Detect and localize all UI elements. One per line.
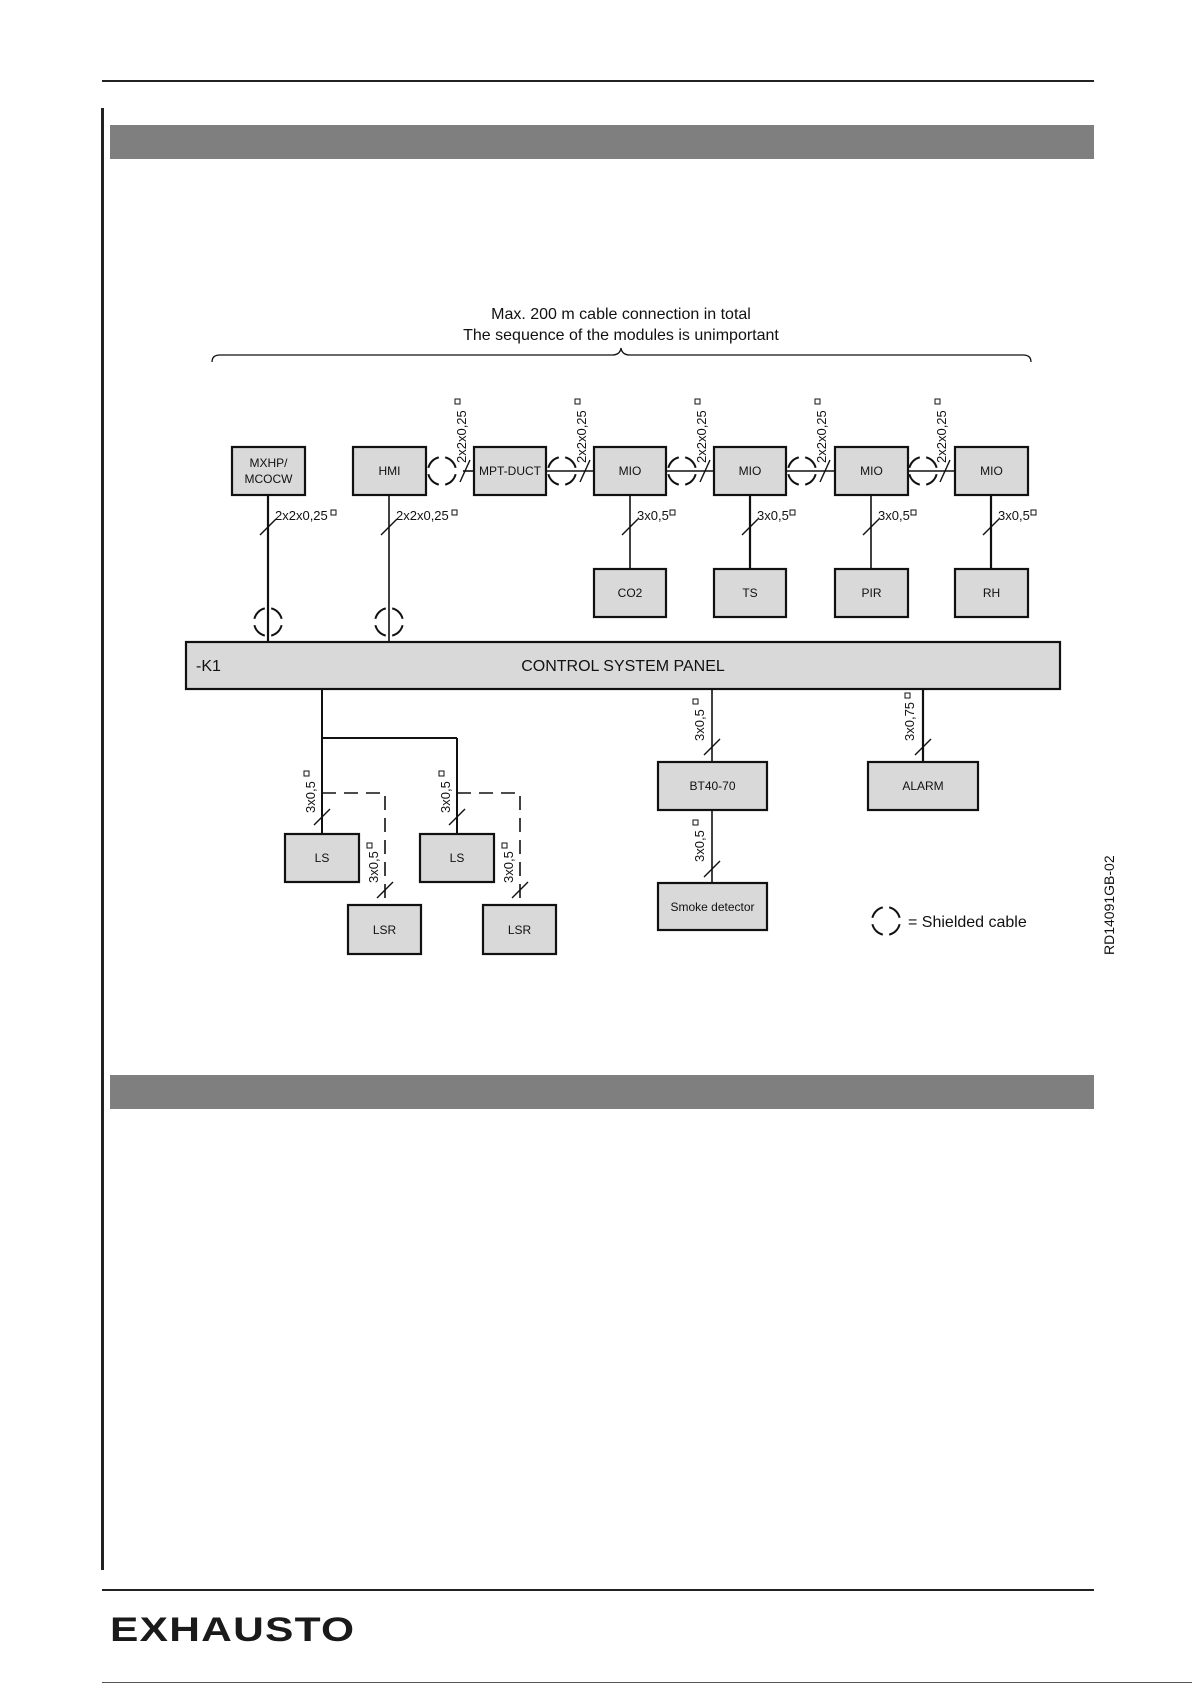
drop-cable-labels: 2x2x0,25 2x2x0,25 <box>275 508 449 523</box>
output-lsr: LSR <box>346 903 423 956</box>
sensor-label: RH <box>983 586 1000 600</box>
shielded-cable-icon <box>871 906 901 936</box>
panel-code: -K1 <box>196 658 221 675</box>
drop-cable-label: 2x2x0,25 <box>275 508 328 523</box>
sensor-cables <box>621 495 1000 569</box>
ls-boxes: LS LS LSR LSR <box>283 832 558 956</box>
left-margin-bar <box>101 108 104 1570</box>
bottom-rule <box>102 1589 1094 1591</box>
bus-cable-labels: 2x2x0,25 2x2x0,25 2x2x0,25 2x2x0,25 2x2x… <box>454 410 949 463</box>
module-mpt-duct: MPT-DUCT <box>472 445 548 497</box>
module-label: MIO <box>980 464 1003 478</box>
sensor-rh: RH <box>953 567 1030 619</box>
ls-cable-labels: 3x0,5 3x0,5 3x0,5 3x0,5 <box>303 781 516 883</box>
sensor-shield-squares <box>669 509 1037 516</box>
top-modules: MXHP/ MCOCW HMI MPT-DUCT MIO MIO MIO MIO <box>230 445 1030 497</box>
module-label: MIO <box>619 464 642 478</box>
ls-tree-wiring <box>313 689 529 905</box>
output-label: ALARM <box>902 779 943 793</box>
output-ls: LS <box>418 832 496 884</box>
lsr-cable-label: 3x0,5 <box>501 851 516 883</box>
lsr-cable-label: 3x0,5 <box>366 851 381 883</box>
bt40-shield-squares <box>692 698 699 826</box>
module-label: MIO <box>739 464 762 478</box>
output-bt40-70: BT40-70 <box>656 760 769 812</box>
output-smoke-detector: Smoke detector <box>656 881 769 932</box>
alarm-shield-square <box>904 692 911 699</box>
panel-drop-cables <box>259 495 398 642</box>
output-label: LSR <box>508 923 532 937</box>
drop-shield-squares <box>330 509 458 516</box>
sensor-label: CO2 <box>618 586 643 600</box>
bus-shield-squares <box>454 398 941 405</box>
exhausto-logo: EXHAUSTO <box>110 1611 356 1649</box>
bus-cable-label: 2x2x0,25 <box>454 410 469 463</box>
smoke-cable-label: 3x0,5 <box>692 830 707 862</box>
module-mio: MIO <box>592 445 668 497</box>
sensor-ts: TS <box>712 567 788 619</box>
header-line-1: Max. 200 m cable connection in total <box>491 306 751 323</box>
top-rule <box>102 80 1094 82</box>
bus-cable-label: 2x2x0,25 <box>814 410 829 463</box>
output-lsr: LSR <box>481 903 558 956</box>
ls-cable-label: 3x0,5 <box>438 781 453 813</box>
section-header-band <box>110 125 1094 159</box>
sensor-cable-label: 3x0,5 <box>998 508 1030 523</box>
module-label: MIO <box>860 464 883 478</box>
output-label: LSR <box>373 923 397 937</box>
alarm-cable-label: 3x0,75 <box>902 702 917 741</box>
module-mio: MIO <box>712 445 788 497</box>
bt40-cable-labels: 3x0,5 3x0,5 <box>692 709 707 862</box>
legend: = Shielded cable <box>871 906 1027 936</box>
output-ls: LS <box>283 832 361 884</box>
shielded-cable-icon <box>427 456 457 486</box>
module-label: MPT-DUCT <box>479 464 542 478</box>
module-label: MXHP/ <box>249 456 288 470</box>
sensor-cable-labels: 3x0,5 3x0,5 3x0,5 3x0,5 <box>637 508 1030 523</box>
output-label: LS <box>315 851 330 865</box>
control-system-panel: -K1 CONTROL SYSTEM PANEL <box>184 640 1062 691</box>
module-mio: MIO <box>833 445 910 497</box>
ls-cable-label: 3x0,5 <box>303 781 318 813</box>
module-hmi: HMI <box>351 445 428 497</box>
header-line-2: The sequence of the modules is unimporta… <box>463 327 779 344</box>
sensor-pir: PIR <box>833 567 910 619</box>
module-mxhp-mcocw: MXHP/ MCOCW <box>230 445 307 497</box>
cable-limit-header: Max. 200 m cable connection in total The… <box>211 306 1032 363</box>
sensor-cable-label: 3x0,5 <box>878 508 910 523</box>
bus-cable-label: 2x2x0,25 <box>574 410 589 463</box>
legend-text: = Shielded cable <box>908 914 1027 931</box>
sensor-co2: CO2 <box>592 567 668 619</box>
span-brace <box>211 347 1032 363</box>
drawing-code: RD14091GB-02 <box>1101 855 1117 955</box>
bus-cable-ticks <box>459 459 951 483</box>
sensor-label: PIR <box>861 586 881 600</box>
sensor-label: TS <box>742 586 757 600</box>
module-label: HMI <box>379 464 401 478</box>
bt40-cable-label: 3x0,5 <box>692 709 707 741</box>
output-label: Smoke detector <box>670 900 754 914</box>
section-header-band <box>110 1075 1094 1109</box>
alarm-wiring <box>914 689 932 762</box>
bt40-wiring <box>703 689 721 883</box>
output-label: BT40-70 <box>689 779 735 793</box>
output-alarm: ALARM <box>866 760 980 812</box>
module-label: MCOCW <box>245 472 294 486</box>
bus-cable-label: 2x2x0,25 <box>694 410 709 463</box>
sensors: CO2 TS PIR RH <box>592 567 1030 619</box>
ls-shield-squares <box>303 770 508 849</box>
bus-cable-label: 2x2x0,25 <box>934 410 949 463</box>
drop-cable-label: 2x2x0,25 <box>396 508 449 523</box>
output-label: LS <box>450 851 465 865</box>
module-mio: MIO <box>953 445 1030 497</box>
panel-title: CONTROL SYSTEM PANEL <box>521 658 725 675</box>
footer-dotted-rule <box>102 1682 1192 1683</box>
sensor-cable-label: 3x0,5 <box>637 508 669 523</box>
sensor-cable-label: 3x0,5 <box>757 508 789 523</box>
